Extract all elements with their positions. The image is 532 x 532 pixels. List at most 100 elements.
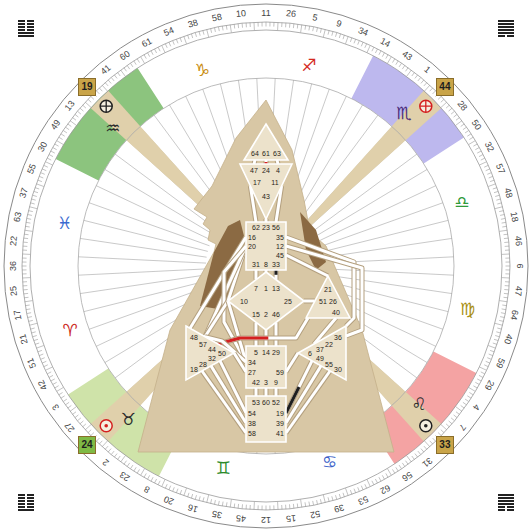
hexagram-line xyxy=(498,23,514,25)
gate-ring-number: 55 xyxy=(26,163,38,176)
gate-ring-number: 37 xyxy=(18,186,30,198)
gate-number: 11 xyxy=(271,179,278,186)
hexagram-line xyxy=(18,20,25,22)
gate-ring-number: 63 xyxy=(13,211,24,223)
hexagram-line xyxy=(498,32,514,34)
gate-number: 10 xyxy=(240,298,248,305)
gate-ring-number: 59 xyxy=(494,356,506,369)
center-shape xyxy=(306,276,350,318)
gate-number: 29 xyxy=(272,349,280,356)
ring-line xyxy=(30,30,502,502)
channel xyxy=(286,371,330,433)
gate-ring-number: 3 xyxy=(50,402,60,411)
channel-outline xyxy=(274,322,279,346)
gate-ring-number: 35 xyxy=(211,509,223,520)
center-shape xyxy=(228,272,304,330)
channel-outline xyxy=(205,301,228,337)
ring-line xyxy=(78,78,454,454)
gate-ring-number: 40 xyxy=(502,333,514,345)
outer-ring xyxy=(4,4,528,528)
channel-line xyxy=(275,322,278,346)
channel xyxy=(234,353,246,372)
gate-number: 56 xyxy=(272,224,280,231)
gate-number: 54 xyxy=(248,410,256,417)
gate-number: 24 xyxy=(82,440,93,450)
gate-number: 22 xyxy=(325,341,333,348)
gate-number: 1 xyxy=(264,285,268,292)
hexagram-line xyxy=(498,500,514,502)
gate-ring-number: 56 xyxy=(400,470,413,483)
gate-ring-number: 42 xyxy=(37,379,50,392)
hexagram-icons xyxy=(18,20,514,511)
zodiac-sign: ♈ xyxy=(62,321,77,338)
gate-number: 33 xyxy=(439,440,450,450)
gate-number: 4 xyxy=(276,167,280,174)
gate-number: 59 xyxy=(276,369,284,376)
gate-ring-number: 54 xyxy=(163,26,176,38)
gate-ring-number: 11 xyxy=(261,9,270,18)
zodiac-sign: ♎ xyxy=(454,194,469,211)
gate-ring-number: 23 xyxy=(119,470,132,483)
gate-ring-number: 31 xyxy=(420,455,433,468)
gate-ring-number: 60 xyxy=(119,49,132,62)
hexagram-line xyxy=(18,23,25,25)
zodiac-sign: ♊ xyxy=(216,459,231,476)
gate-ring-number: 8 xyxy=(142,484,151,494)
hexagram-line xyxy=(27,23,34,25)
gate-ring-number: 9 xyxy=(336,19,343,29)
gate-ring-number: 45 xyxy=(236,513,247,523)
hexagram-line xyxy=(18,494,25,496)
gate-number: 27 xyxy=(248,369,256,376)
zodiac-sign: ♌ xyxy=(411,395,426,412)
gate-ring-number: 38 xyxy=(186,18,198,30)
gate-ring-number: 12 xyxy=(261,515,271,524)
gate-number: 28 xyxy=(199,361,207,368)
earth-symbol xyxy=(420,100,432,112)
hexagram-line xyxy=(507,506,514,508)
gate-number: 19 xyxy=(82,82,93,92)
gate-ring-number: 32 xyxy=(483,140,496,153)
gate-number: 40 xyxy=(332,309,340,316)
hexagram-line xyxy=(27,29,34,31)
channel-line xyxy=(286,371,330,433)
gate-number: 24 xyxy=(262,167,270,174)
gate-number: 8 xyxy=(264,261,268,268)
channel xyxy=(266,388,267,396)
energy-center: 21512640 xyxy=(306,276,350,318)
channel xyxy=(202,371,246,433)
gate-ring-number: 39 xyxy=(333,502,345,514)
energy-center: 3622376495530 xyxy=(298,326,346,380)
gate-ring-number: 48 xyxy=(502,186,514,198)
gate-number: 21 xyxy=(324,286,332,293)
channel xyxy=(276,388,277,396)
sun-symbol xyxy=(100,420,112,432)
gate-number: 17 xyxy=(253,179,261,186)
gate-ring-number: 36 xyxy=(9,261,18,271)
zodiac-sign: ♐ xyxy=(301,56,316,73)
channel xyxy=(256,388,257,396)
gate-number: 33 xyxy=(272,261,280,268)
hexagram-line xyxy=(507,509,514,511)
gate-number: 52 xyxy=(272,399,280,406)
gate-number: 15 xyxy=(252,311,260,318)
gate-ring-number: 51 xyxy=(26,356,38,369)
gate-number: 18 xyxy=(190,366,198,373)
channel xyxy=(286,353,298,372)
gate-ring-number: 43 xyxy=(400,49,413,62)
channel-outline xyxy=(264,388,269,396)
gate-number: 57 xyxy=(199,341,207,348)
hexagram-line xyxy=(507,35,514,37)
gate-ring-number: 50 xyxy=(470,119,483,132)
channel xyxy=(256,270,257,280)
channel-line xyxy=(304,300,315,303)
gate-number: 31 xyxy=(252,261,260,268)
planet-rays xyxy=(91,91,442,442)
hexagram-line xyxy=(498,494,514,496)
hexagram-line xyxy=(27,26,34,28)
gate-number: 37 xyxy=(316,346,324,353)
hexagram-line xyxy=(18,497,25,499)
activated-gate-box: 24 xyxy=(78,436,96,454)
channel-outline xyxy=(286,353,298,372)
energy-center: 7113102515246 xyxy=(228,272,304,330)
